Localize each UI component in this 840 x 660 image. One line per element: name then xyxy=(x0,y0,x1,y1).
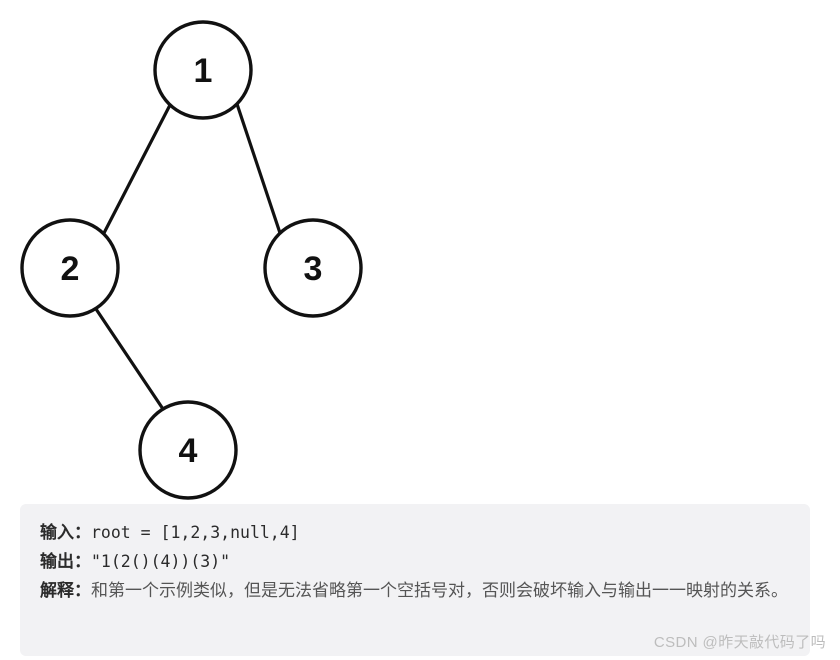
edge-node1-node3 xyxy=(235,102,282,235)
node-2-label: 2 xyxy=(61,250,80,288)
node-2-circle xyxy=(20,218,120,318)
node-3-circle xyxy=(263,218,363,318)
edge-node2-node4 xyxy=(94,307,165,411)
node-4-circle xyxy=(138,400,238,500)
example-input-line: 输入：root = [1,2,3,null,4] xyxy=(40,518,790,547)
explain-value: 和第一个示例类似，但是无法省略第一个空括号对，否则会破坏输入与输出一一映射的关系… xyxy=(91,581,788,600)
edge-node1-node2 xyxy=(102,103,172,235)
example-explain-line: 解释：和第一个示例类似，但是无法省略第一个空括号对，否则会破坏输入与输出一一映射… xyxy=(40,576,790,606)
tree-node-2: 2 xyxy=(20,218,120,318)
node-1-circle xyxy=(153,20,253,120)
example-output-line: 输出："1(2()(4))(3)" xyxy=(40,547,790,576)
tree-node-1: 1 xyxy=(153,20,253,120)
tree-node-4: 4 xyxy=(138,400,238,500)
binary-tree-figure: 1 2 3 4 xyxy=(20,20,363,500)
explain-label: 解释： xyxy=(40,581,91,600)
csdn-watermark: CSDN @昨天敲代码了吗 xyxy=(653,634,826,651)
node-3-label: 3 xyxy=(304,250,323,288)
output-value: "1(2()(4))(3)" xyxy=(91,552,231,571)
input-value: root = [1,2,3,null,4] xyxy=(91,523,300,542)
tree-node-3: 3 xyxy=(263,218,363,318)
example-panel: 输入：root = [1,2,3,null,4] 输出："1(2()(4))(3… xyxy=(20,504,810,656)
node-1-label: 1 xyxy=(194,52,213,90)
output-label: 输出： xyxy=(40,552,91,571)
node-4-label: 4 xyxy=(179,432,198,470)
input-label: 输入： xyxy=(40,523,91,542)
tree-canvas: 1 2 3 4 xyxy=(20,20,363,500)
